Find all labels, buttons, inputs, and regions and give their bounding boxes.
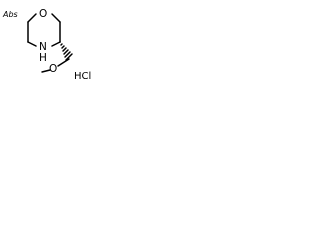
nitrogen-hydrogen-label: H [39,52,47,64]
bond-o-c2 [51,13,61,23]
ring-nitrogen-label: N [39,41,47,53]
bond-o-tail [41,69,51,73]
bond-ch2-oh [57,58,70,67]
hydroxyl-oxygen-label: O [49,63,57,75]
hashed-wedge-bond [60,43,73,61]
bond-c3-n [51,41,61,47]
structure-diagram: O N H O Abs HCl [2,8,91,82]
bond-n-c5 [27,41,37,47]
stereo-descriptor-label: Abs [2,10,18,19]
bond-c6-o [27,13,37,23]
salt-label: HCl [74,71,91,82]
ring-oxygen-label: O [39,8,47,20]
